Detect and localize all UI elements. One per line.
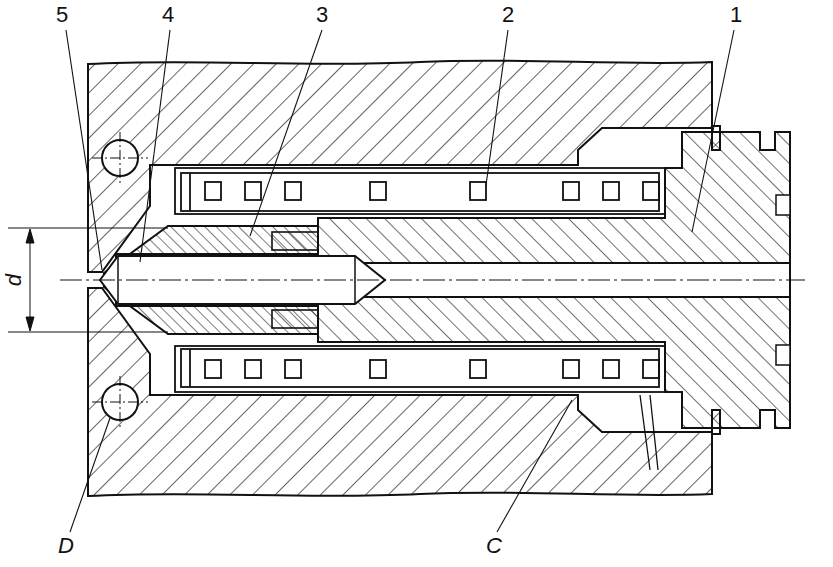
dimension-d <box>8 228 168 332</box>
notch <box>776 345 790 365</box>
housing <box>88 60 720 496</box>
callout-number: 4 <box>160 3 176 27</box>
callout-number: 3 <box>314 3 330 27</box>
thread-ring <box>272 232 318 250</box>
pin-edge <box>117 256 119 304</box>
dimension-label: d <box>2 272 26 288</box>
callout-number: 1 <box>728 3 744 27</box>
thread-ring <box>272 310 318 328</box>
taper-line <box>650 395 658 470</box>
feature-label: D <box>56 534 76 558</box>
taper-line <box>640 395 650 470</box>
notch <box>776 195 790 215</box>
nozzle-body <box>318 132 790 428</box>
feature-label: C <box>484 534 504 558</box>
leader-line <box>66 30 734 532</box>
centerline <box>60 280 805 281</box>
callout-number: 5 <box>54 3 70 27</box>
pin-edge <box>354 256 356 304</box>
callout-number: 2 <box>500 3 516 27</box>
